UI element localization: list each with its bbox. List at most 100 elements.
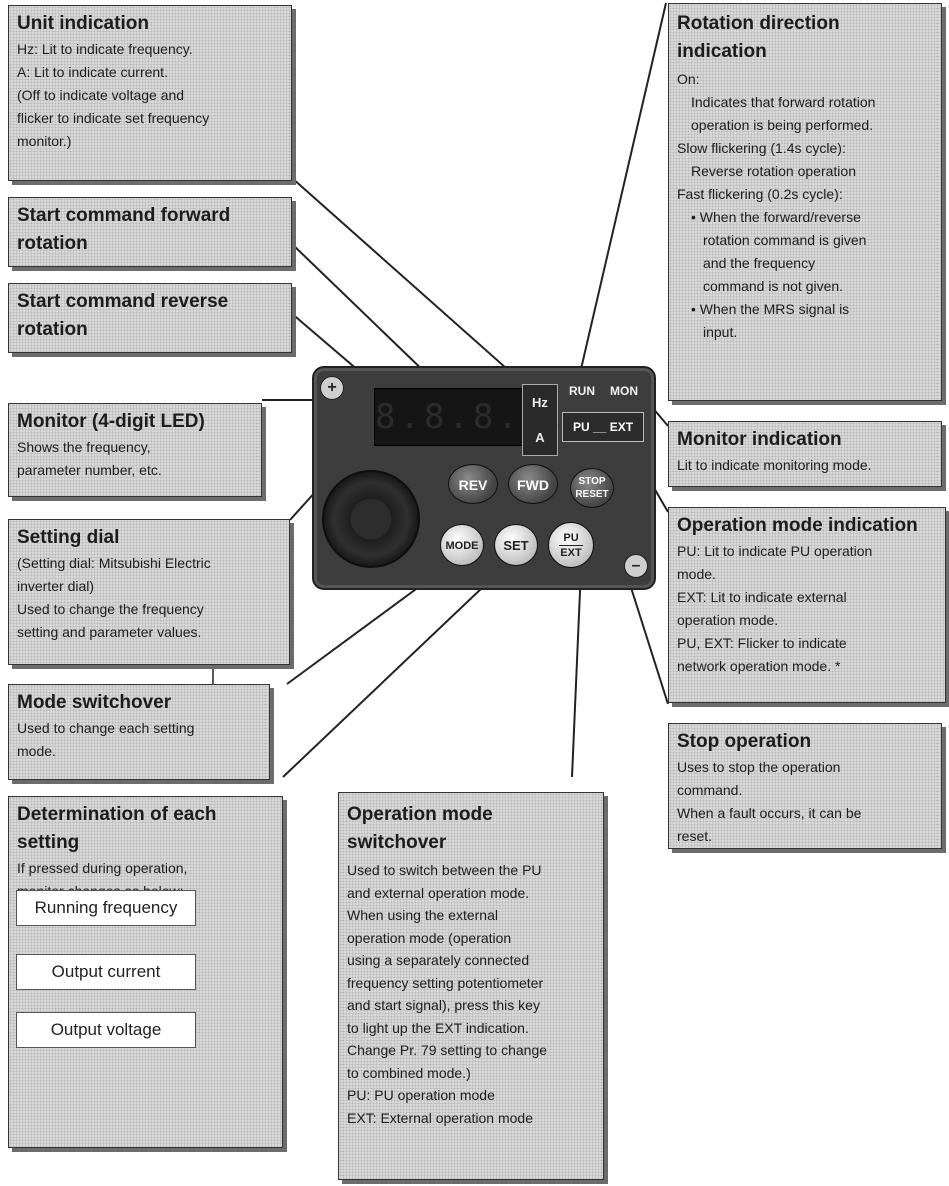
callout-line: When using the external [347,907,498,923]
unit-indication-callout: Unit indication Hz: Lit to indicate freq… [8,5,292,181]
callout-title: Start command forward [17,205,231,226]
flow-output-current: Output current [16,954,196,990]
pu-ext-separator: __ [592,420,607,434]
rev-button[interactable]: REV [448,464,498,504]
callout-title: Monitor (4-digit LED) [17,411,205,432]
callout-line: EXT: Lit to indicate external [677,589,847,605]
callout-line: Lit to indicate monitoring mode. [677,457,872,473]
callout-line: PU: Lit to indicate PU operation [677,543,873,559]
callout-line: input. [703,324,738,340]
mode-button[interactable]: MODE [440,524,484,566]
callout-line: and the frequency [703,255,816,271]
callout-line: mode. [677,566,716,582]
callout-line: (Setting dial: Mitsubishi Electric [17,555,211,571]
start-forward-callout: Start command forward rotation [8,197,292,267]
callout-line: and start signal), press this key [347,997,540,1013]
operation-panel: + – 8.8.8.8. Hz A RUN MON PU __ EXT REV … [312,366,656,590]
unit-indicator: Hz A [522,384,558,456]
reset-label: RESET [575,489,609,500]
callout-title: Mode switchover [17,692,172,713]
callout-line: and external operation mode. [347,884,530,901]
callout-line: Fast flickering (0.2s cycle): [677,186,843,202]
pu-ext-button[interactable]: PU EXT [548,522,594,568]
callout-line: to light up the EXT indication. [347,1019,529,1036]
ext-indicator: EXT [609,420,634,434]
callout-line: When a fault occurs, it can be [677,805,862,821]
callout-line: operation mode (operation [347,929,512,946]
callout-line: mode. [17,743,56,759]
callout-title-cont: rotation [17,319,88,340]
callout-title: Unit indication [17,13,149,34]
operation-mode-indicator: PU __ EXT [562,412,644,442]
callout-line: monitor.) [17,133,72,149]
callout-line: Reverse rotation operation [691,163,856,179]
callout-line: PU: PU operation mode [347,1087,495,1103]
callout-title-cont: indication [677,41,767,62]
callout-line: reset. [677,828,713,844]
callout-title: Start command reverse [17,291,229,312]
callout-line: Slow flickering (1.4s cycle): [677,140,846,156]
callout-title-cont: rotation [17,233,88,254]
callout-line: to combined mode.) [347,1064,471,1081]
callout-line: Used to switch between the PU [347,862,542,878]
callout-line: EXT: External operation mode [347,1109,533,1126]
callout-line: (Off to indicate voltage and [17,87,185,103]
callout-line: command. [677,782,743,798]
callout-line: network operation mode. * [677,658,841,674]
callout-line: frequency setting potentiometer [347,974,544,991]
callout-title: Stop operation [677,731,812,752]
callout-line: On: [677,71,700,87]
rotation-direction-callout: Rotation direction indication On: Indica… [668,3,942,401]
stop-reset-button[interactable]: STOP RESET [570,468,614,508]
callout-title: Rotation direction [677,13,840,34]
operation-mode-indication-callout: Operation mode indication PU: Lit to ind… [668,507,946,703]
callout-title-cont: setting [17,832,80,853]
callout-line: Shows the frequency, [17,439,151,455]
run-indicator: RUN [569,384,595,398]
ext-label: EXT [560,547,582,559]
callout-bullet: • When the forward/reverse [691,209,861,225]
callout-line: Uses to stop the operation [677,759,841,775]
callout-line: inverter dial) [17,578,95,594]
callout-line: If pressed during operation, [17,860,188,876]
callout-title: Determination of each [17,804,217,825]
a-indicator: A [535,430,545,445]
flow-running-frequency: Running frequency [16,890,196,926]
callout-line: Used to change each setting [17,720,195,736]
callout-title-cont: switchover [347,832,447,853]
flow-output-voltage: Output voltage [16,1012,196,1048]
callout-line: Change Pr. 79 setting to change [347,1042,548,1058]
hz-indicator: Hz [532,395,548,410]
stop-operation-callout: Stop operation Uses to stop the operatio… [668,723,942,849]
setting-dial-callout: Setting dial (Setting dial: Mitsubishi E… [8,519,290,665]
callout-line: Indicates that forward rotation [691,94,876,110]
callout-line: operation is being performed. [691,117,874,133]
callout-title: Setting dial [17,527,120,548]
callout-title: Operation mode indication [677,515,918,536]
setting-dial[interactable] [322,470,420,568]
callout-line: flicker to indicate set frequency [17,110,210,126]
pu-label: PU [559,531,583,546]
callout-line: Hz: Lit to indicate frequency. [17,41,193,57]
monitor-led-display: 8.8.8.8. [374,388,567,446]
callout-title: Monitor indication [677,429,842,450]
monitor-indication-callout: Monitor indication Lit to indicate monit… [668,421,942,487]
callout-line: operation mode. [677,612,779,628]
mode-switchover-callout: Mode switchover Used to change each sett… [8,684,270,780]
callout-line: using a separately connected [347,952,530,968]
callout-line: parameter number, etc. [17,462,162,478]
callout-line: Used to change the frequency [17,601,204,617]
pu-indicator: PU [572,420,590,434]
set-button[interactable]: SET [494,524,538,566]
start-reverse-callout: Start command reverse rotation [8,283,292,353]
fwd-button[interactable]: FWD [508,464,558,504]
monitor-led-callout: Monitor (4-digit LED) Shows the frequenc… [8,403,262,497]
callout-title: Operation mode [347,804,493,825]
callout-line: A: Lit to indicate current. [17,64,168,80]
operation-mode-switchover-callout: Operation mode switchover Used to switch… [338,792,604,1180]
stop-label: STOP [578,476,606,487]
callout-line: setting and parameter values. [17,624,202,640]
callout-bullet: • When the MRS signal is [691,301,850,317]
mon-indicator: MON [610,384,638,398]
screw-icon: + [320,376,344,400]
